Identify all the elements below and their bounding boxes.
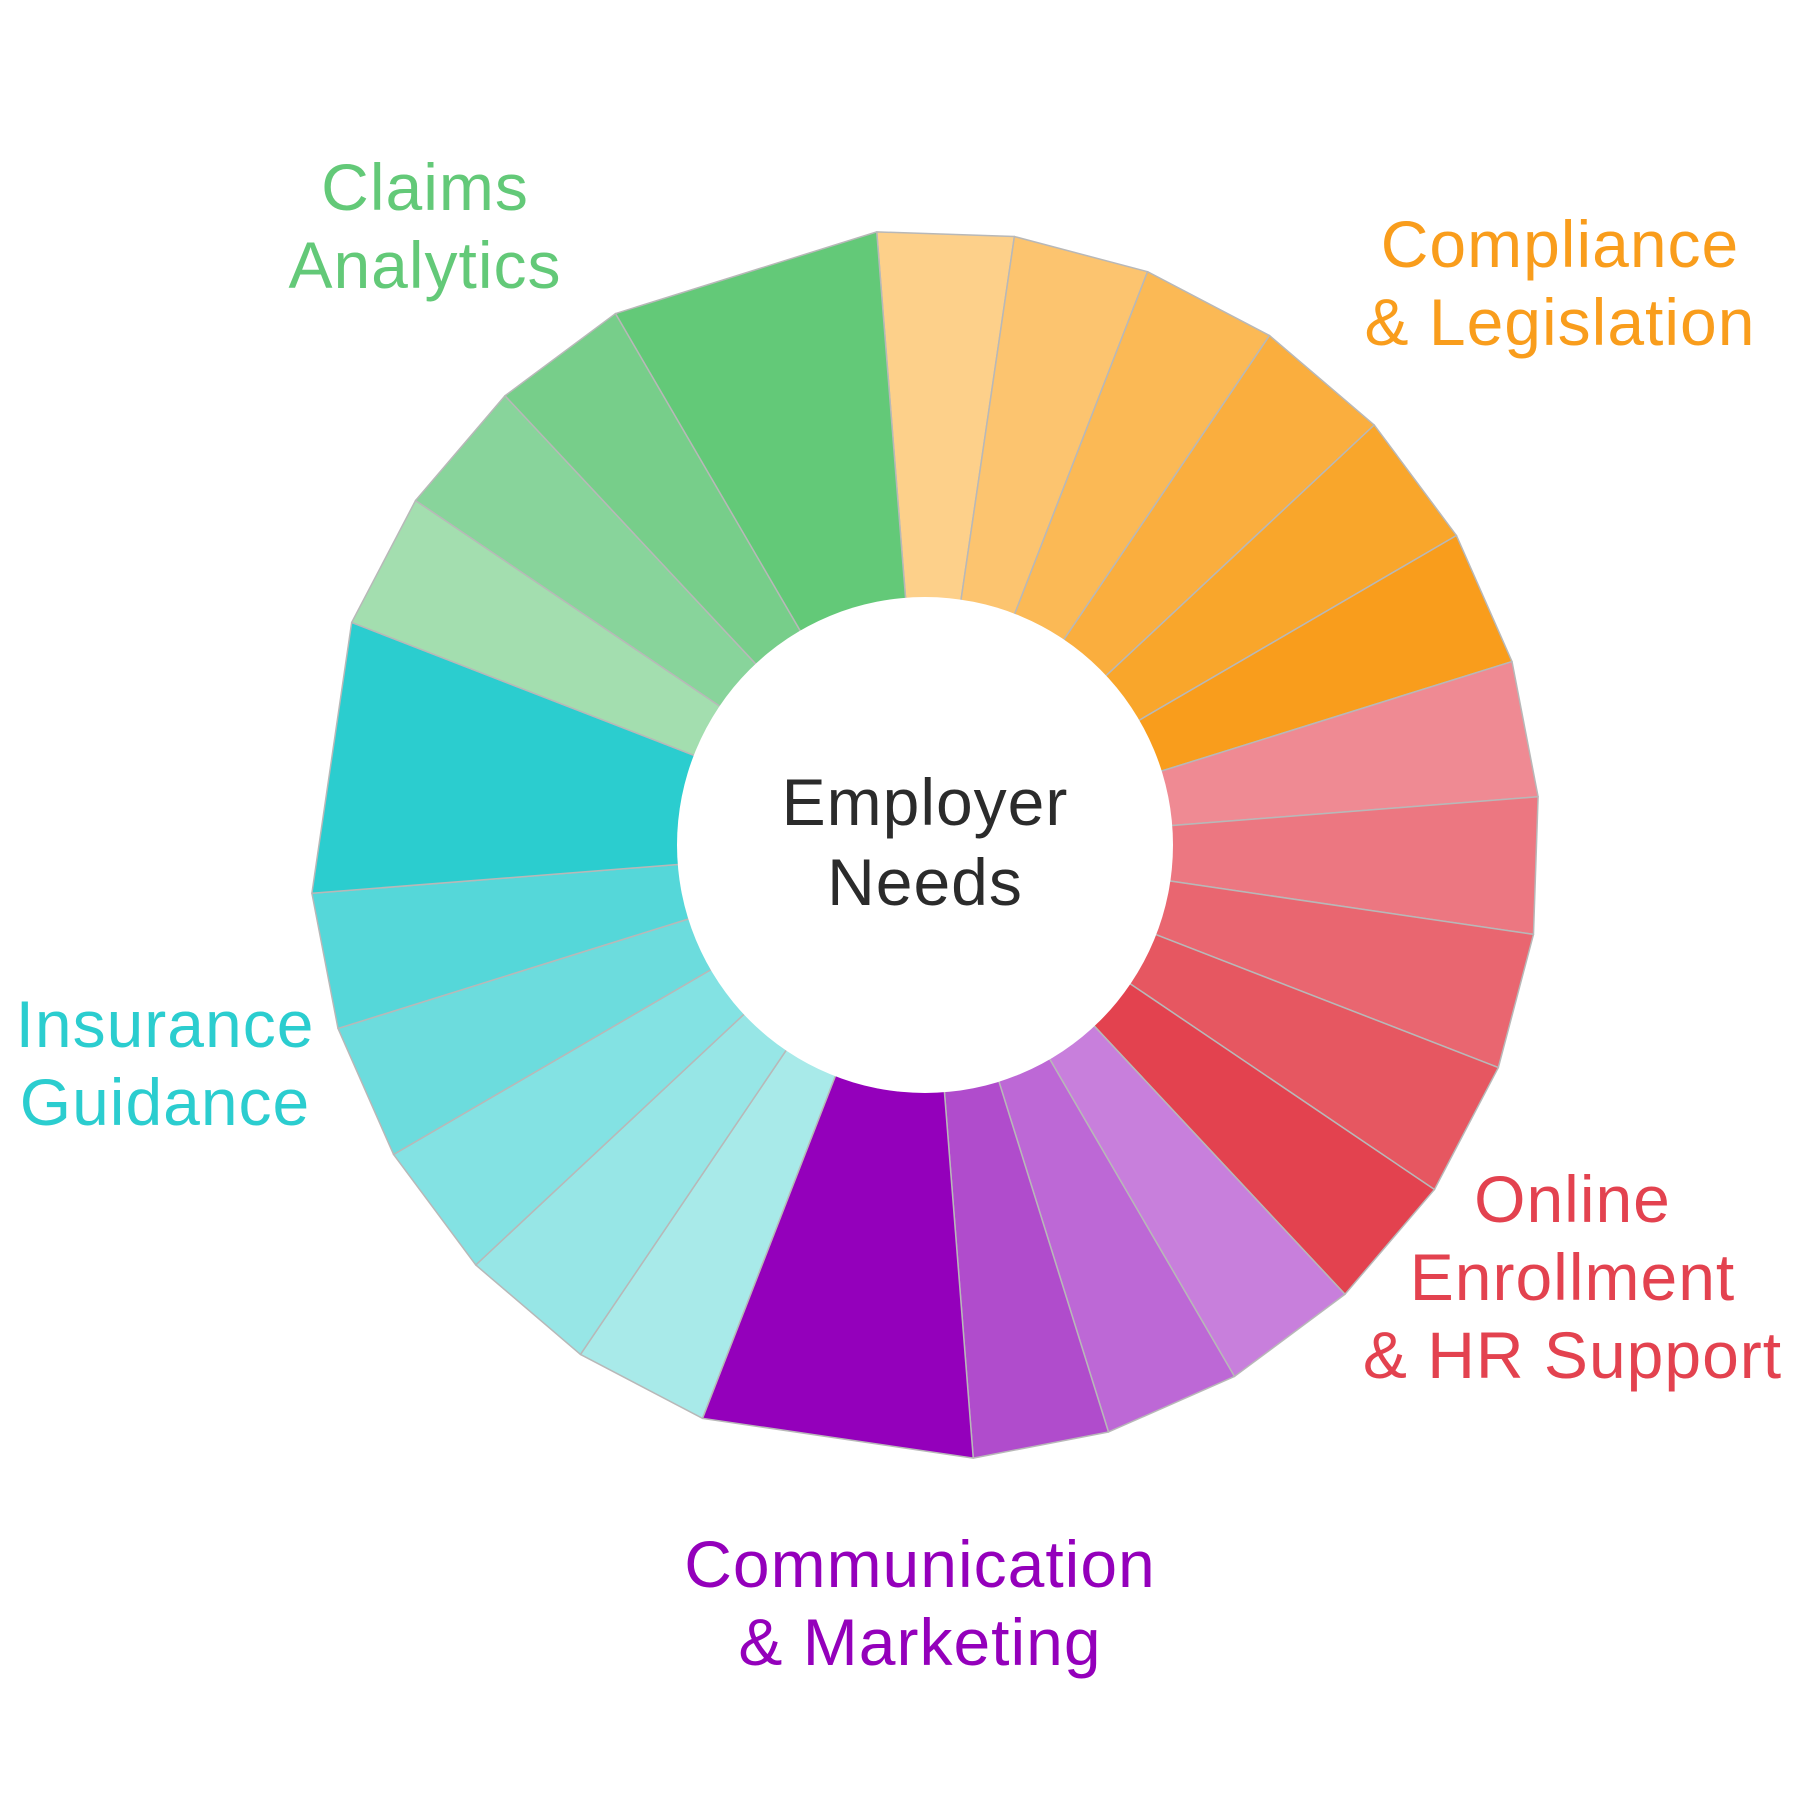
group-label-communication-marketing: Communication & Marketing [640,1525,1200,1681]
center-title-line2: Needs [827,845,1023,919]
group-label-line: Insurance [15,987,315,1061]
group-label-online-enrollment-hr-support: Online Enrollment & HR Support [1345,1160,1800,1394]
center-hub [677,597,1173,1093]
wheel-segments [311,231,1539,1459]
group-label-line: Online [1474,1162,1671,1236]
group-label-claims-analytics: Claims Analytics [255,148,595,304]
group-label-line: & HR Support [1362,1318,1783,1392]
group-label-line: Enrollment [1409,1240,1736,1314]
group-label-line: & Marketing [738,1605,1102,1679]
group-label-line: Guidance [19,1065,311,1139]
center-title-line1: Employer [782,765,1069,839]
group-label-insurance-guidance: Insurance Guidance [0,985,330,1141]
group-label-line: Compliance [1380,207,1740,281]
group-label-line: Claims [321,150,529,224]
group-label-line: Communication [684,1527,1156,1601]
group-label-compliance-legislation: Compliance & Legislation [1330,205,1790,361]
group-label-line: & Legislation [1364,285,1756,359]
group-label-line: Analytics [288,228,562,302]
